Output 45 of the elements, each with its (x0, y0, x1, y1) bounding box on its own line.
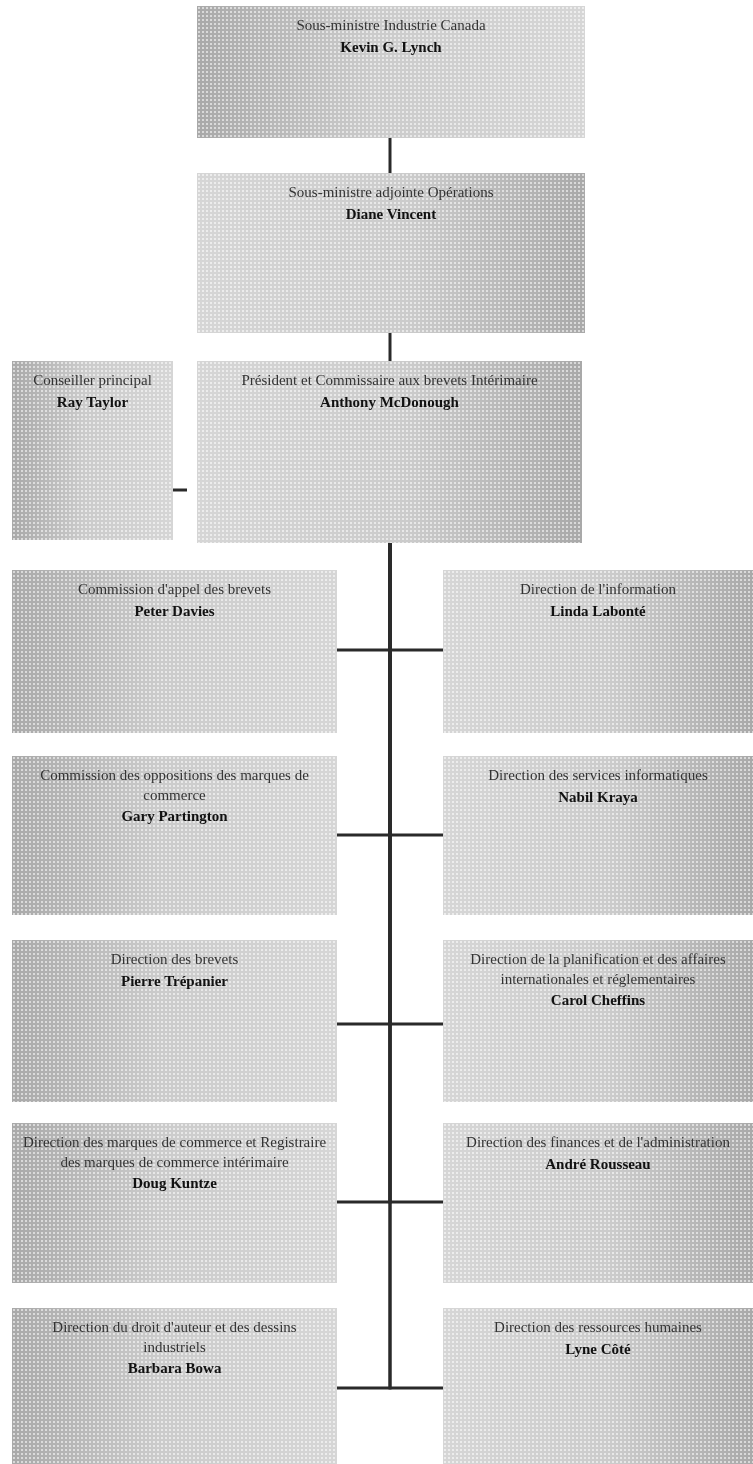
position-title: Direction des marques de commerce et Registraire des marques de commerce intérimaire (21, 1133, 328, 1172)
position-title: Direction des ressources humaines (494, 1318, 702, 1337)
org-box (443, 570, 753, 733)
connector-line (388, 333, 392, 361)
person-name: Nabil Kraya (558, 787, 638, 807)
position-title: Président et Commissaire aux brevets Intérimaire (241, 371, 538, 390)
person-name: Barbara Bowa (127, 1359, 222, 1378)
person-name: Lyne Côté (565, 1339, 631, 1359)
position-title: Direction de l'information (520, 580, 676, 599)
org-box (197, 173, 585, 333)
position-title: Direction de la planification et des affaires internationales et réglementaires (469, 950, 727, 989)
person-name: Anthony McDonough (320, 392, 459, 412)
person-name: Pierre Trépanier (120, 971, 228, 991)
person-name: Gary Partington (121, 807, 228, 826)
position-title: Commission d'appel des brevets (77, 580, 272, 599)
org-box (443, 1123, 753, 1283)
org-box (197, 361, 582, 543)
org-box (443, 756, 753, 915)
connector-line (388, 138, 392, 173)
person-name: Peter Davies (134, 601, 215, 621)
position-title: Direction du droit d'auteur et des dessins industriels (51, 1318, 298, 1357)
position-title: Direction des services informatiques (488, 766, 708, 785)
person-name: Diane Vincent (345, 204, 437, 224)
org-box (12, 570, 337, 733)
position-title: Commission des oppositions des marques de commerce (39, 766, 310, 805)
person-name: André Rousseau (545, 1154, 651, 1174)
org-box (197, 6, 585, 138)
org-box (12, 361, 173, 540)
connector-line (173, 488, 187, 492)
position-title: Direction des brevets (110, 950, 239, 969)
person-name: Linda Labonté (550, 601, 646, 621)
org-box (12, 1308, 337, 1464)
position-title: Conseiller principal (33, 371, 152, 390)
person-name: Ray Taylor (56, 392, 129, 412)
org-box (443, 1308, 753, 1464)
person-name: Carol Cheffins (550, 991, 646, 1010)
position-title: Sous-ministre adjointe Opérations (288, 183, 494, 202)
person-name: Doug Kuntze (132, 1174, 217, 1193)
person-name: Kevin G. Lynch (340, 37, 442, 57)
position-title: Direction des finances et de l'administration (466, 1133, 730, 1152)
org-box (12, 1123, 337, 1283)
org-box (12, 940, 337, 1102)
org-box (443, 940, 753, 1102)
position-title: Sous-ministre Industrie Canada (296, 16, 486, 35)
org-box (12, 756, 337, 915)
